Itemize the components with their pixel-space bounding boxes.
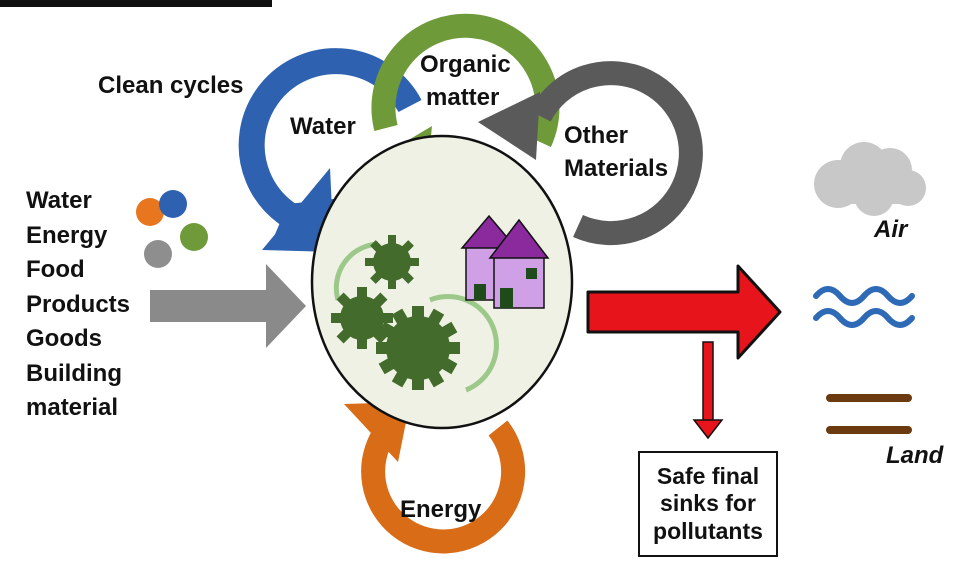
- gear-ring: [429, 294, 499, 393]
- other-materials-cycle-arrow: [478, 61, 703, 246]
- energy-cycle-label: Energy: [400, 496, 482, 523]
- input-dot-gray: [144, 240, 172, 268]
- gear-ring: [333, 241, 379, 301]
- input-item: Water: [26, 187, 92, 214]
- input-item: material: [26, 394, 119, 421]
- gear-icon: [376, 306, 460, 390]
- other-materials-label-line1: Other: [564, 122, 629, 149]
- land-line: [826, 394, 912, 402]
- input-item: Food: [26, 256, 85, 283]
- other-materials-label-line2: Materials: [564, 155, 669, 182]
- safe-sinks-box: Safe final sinks for pollutants: [638, 451, 778, 557]
- water-waves-icon: [813, 286, 915, 328]
- sink-arrow-head: [692, 419, 724, 440]
- clean-cycles-label: Clean cycles: [98, 72, 244, 99]
- water-cycle-arrow: [238, 48, 422, 252]
- gear-icon: [365, 235, 419, 289]
- house-icon: [488, 218, 550, 309]
- city-circle: [310, 134, 574, 430]
- water-cycle-label: Water: [290, 113, 356, 140]
- air-label: Air: [874, 216, 908, 243]
- input-item: Building: [26, 359, 122, 387]
- sink-arrow-shaft: [702, 341, 714, 423]
- input-item: Energy: [26, 221, 108, 249]
- input-dot-green: [180, 223, 208, 251]
- input-arrow: [150, 264, 306, 348]
- cloud-icon: [814, 142, 926, 216]
- inputs-list: Water Energy Food Products Goods Buildin…: [26, 184, 130, 426]
- input-dot-blue: [159, 190, 187, 218]
- organic-matter-label-line2: matter: [426, 84, 500, 111]
- frame-line: [0, 0, 272, 7]
- safe-sinks-label: Safe final sinks for pollutants: [653, 462, 763, 544]
- land-line: [826, 426, 912, 434]
- output-arrow: [586, 264, 782, 360]
- organic-matter-label-line1: Organic: [420, 51, 511, 78]
- land-label: Land: [886, 442, 944, 469]
- input-item: Goods: [26, 325, 102, 352]
- input-item: Products: [26, 290, 131, 318]
- gear-icon: [331, 287, 393, 349]
- input-dot-orange: [136, 198, 164, 226]
